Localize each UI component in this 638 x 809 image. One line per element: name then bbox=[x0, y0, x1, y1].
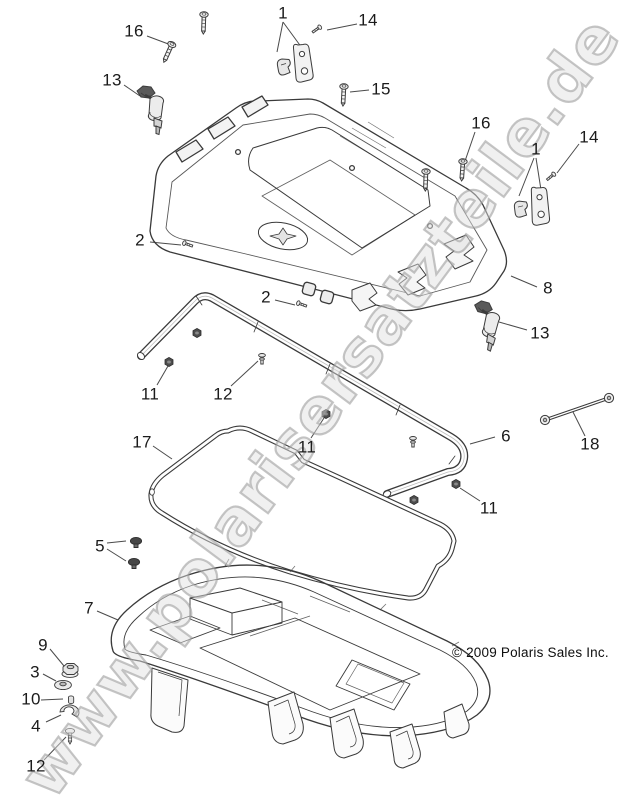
box-tub-part bbox=[110, 558, 491, 769]
tube-seal-part bbox=[136, 292, 469, 498]
rod-part bbox=[539, 392, 615, 426]
gasket-part bbox=[148, 425, 457, 601]
plug-parts bbox=[127, 536, 143, 569]
lid-part bbox=[149, 95, 508, 312]
fastener-stack bbox=[54, 663, 80, 745]
hardware-small-parts bbox=[54, 11, 557, 745]
leader-lines bbox=[40, 21, 586, 761]
copyright-text: © 2009 Polaris Sales Inc. bbox=[452, 645, 609, 660]
